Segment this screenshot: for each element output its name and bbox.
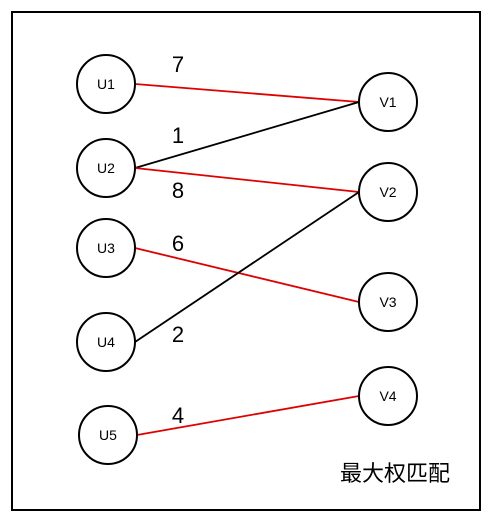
diagram-frame [11, 11, 481, 511]
node-v3: V3 [358, 272, 418, 332]
node-u5: U5 [78, 405, 138, 465]
weight-label-u1-v1: 7 [172, 52, 184, 77]
weight-label-u5-v4: 4 [172, 403, 184, 428]
edge-u3-v3 [134, 247, 360, 303]
node-u2: U2 [76, 138, 136, 198]
node-circle [358, 72, 418, 132]
node-u4: U4 [76, 312, 136, 372]
node-circle [76, 138, 136, 198]
weight-label-u2-v2: 8 [172, 178, 184, 203]
node-label: U4 [97, 334, 115, 350]
node-v4: V4 [358, 366, 418, 426]
node-label: V2 [379, 184, 396, 200]
edge-u2-v2 [134, 167, 360, 193]
diagram-caption: 最大权匹配 [340, 462, 451, 487]
edge-u2-v1 [134, 101, 360, 169]
node-v1: V1 [358, 72, 418, 132]
edges-layer [134, 83, 360, 436]
node-label: U5 [99, 427, 117, 443]
node-label: U1 [97, 76, 115, 92]
weight-label-u2-v1: 1 [172, 123, 184, 148]
node-circle [358, 162, 418, 222]
node-circle [78, 405, 138, 465]
node-label: U2 [97, 160, 115, 176]
weights-layer: 7 1 8 6 2 4 [172, 52, 184, 428]
node-label: V4 [379, 388, 396, 404]
node-circle [358, 272, 418, 332]
node-u1: U1 [76, 54, 136, 114]
node-circle [358, 366, 418, 426]
node-circle [76, 218, 136, 278]
node-circle [76, 312, 136, 372]
edge-u4-v2 [134, 191, 360, 343]
node-circle [76, 54, 136, 114]
edge-u1-v1 [134, 83, 360, 103]
edge-u5-v4 [136, 395, 360, 436]
weight-label-u4-v2: 2 [172, 322, 184, 347]
node-label: V1 [379, 94, 396, 110]
node-v2: V2 [358, 162, 418, 222]
node-u3: U3 [76, 218, 136, 278]
weight-label-u3-v3: 6 [172, 231, 184, 256]
node-label: U3 [97, 240, 115, 256]
node-label: V3 [379, 294, 396, 310]
